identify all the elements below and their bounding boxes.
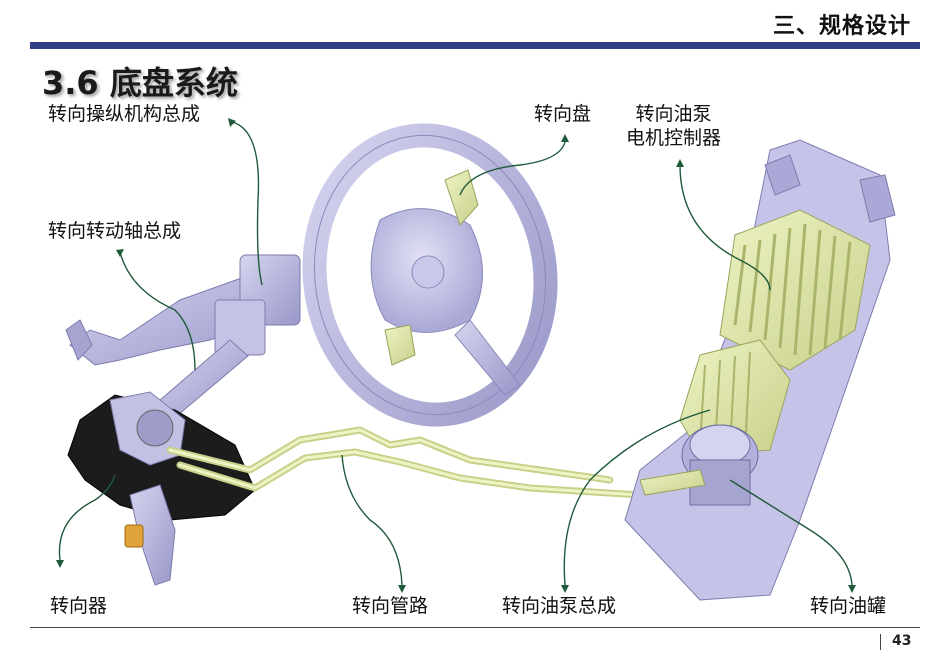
page-number: 43 <box>892 633 912 649</box>
label-steering-oil-tank: 转向油罐 <box>810 595 887 617</box>
label-steering-wheel: 转向盘 <box>534 103 592 125</box>
leader-arrowheads <box>56 118 856 593</box>
header-rule <box>30 42 920 49</box>
steering-column <box>65 254 301 366</box>
page-number-separator <box>880 634 881 650</box>
label-pump-motor-controller-line2: 电机控制器 <box>626 127 722 149</box>
label-steering-control-assembly: 转向操纵机构总成 <box>48 103 201 125</box>
label-pump-motor-controller: 转向油泵 电机控制器 <box>626 102 721 150</box>
label-steering-gear: 转向器 <box>50 595 108 617</box>
label-steering-pump-assembly: 转向油泵总成 <box>502 595 617 617</box>
intermediate-shaft <box>159 339 249 416</box>
steering-wheel-part <box>302 123 558 427</box>
leader-lines <box>58 121 853 586</box>
label-steering-shaft-assembly: 转向转动轴总成 <box>48 220 182 242</box>
slide-heading: 3.6 底盘系统 <box>42 64 238 102</box>
oil-tank-part <box>639 424 759 506</box>
label-steering-pipeline: 转向管路 <box>352 595 429 617</box>
motor-controller-part <box>679 209 871 456</box>
steering-gear-part <box>67 391 256 586</box>
section-title: 三、规格设计 <box>772 14 911 39</box>
label-pump-motor-controller-line1: 转向油泵 <box>635 103 712 125</box>
steering-pipeline-part <box>166 426 644 499</box>
footer-rule <box>30 627 920 628</box>
